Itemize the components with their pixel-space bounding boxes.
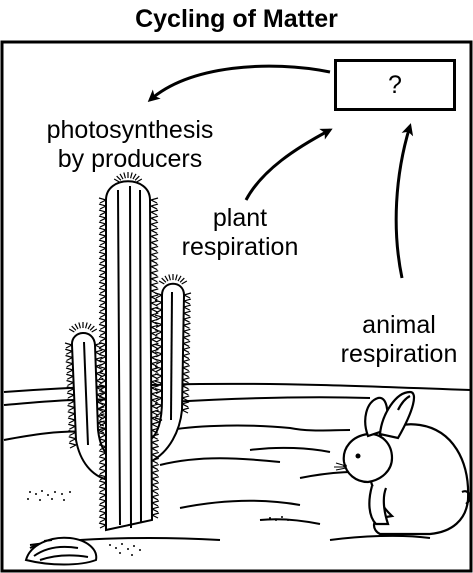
animal-respiration-label-line2: respiration bbox=[326, 340, 472, 369]
animal-respiration-label: animal respiration bbox=[326, 311, 472, 369]
rabbit bbox=[344, 392, 470, 534]
arrow-plant-respiration bbox=[246, 130, 330, 200]
plant-respiration-label-line2: respiration bbox=[160, 233, 320, 262]
plant-respiration-label-line1: plant bbox=[160, 204, 320, 233]
animal-respiration-label-line1: animal bbox=[326, 311, 472, 340]
unknown-box: ? bbox=[334, 59, 456, 111]
plant-respiration-label: plant respiration bbox=[160, 204, 320, 262]
arrow-box-to-photosynthesis bbox=[150, 66, 330, 100]
unknown-box-text: ? bbox=[388, 71, 402, 100]
photosynthesis-label-line2: by producers bbox=[14, 145, 246, 174]
arrow-animal-respiration bbox=[396, 126, 410, 278]
photosynthesis-label-line1: photosynthesis bbox=[14, 116, 246, 145]
photosynthesis-label: photosynthesis by producers bbox=[14, 116, 246, 174]
rock bbox=[26, 538, 96, 565]
